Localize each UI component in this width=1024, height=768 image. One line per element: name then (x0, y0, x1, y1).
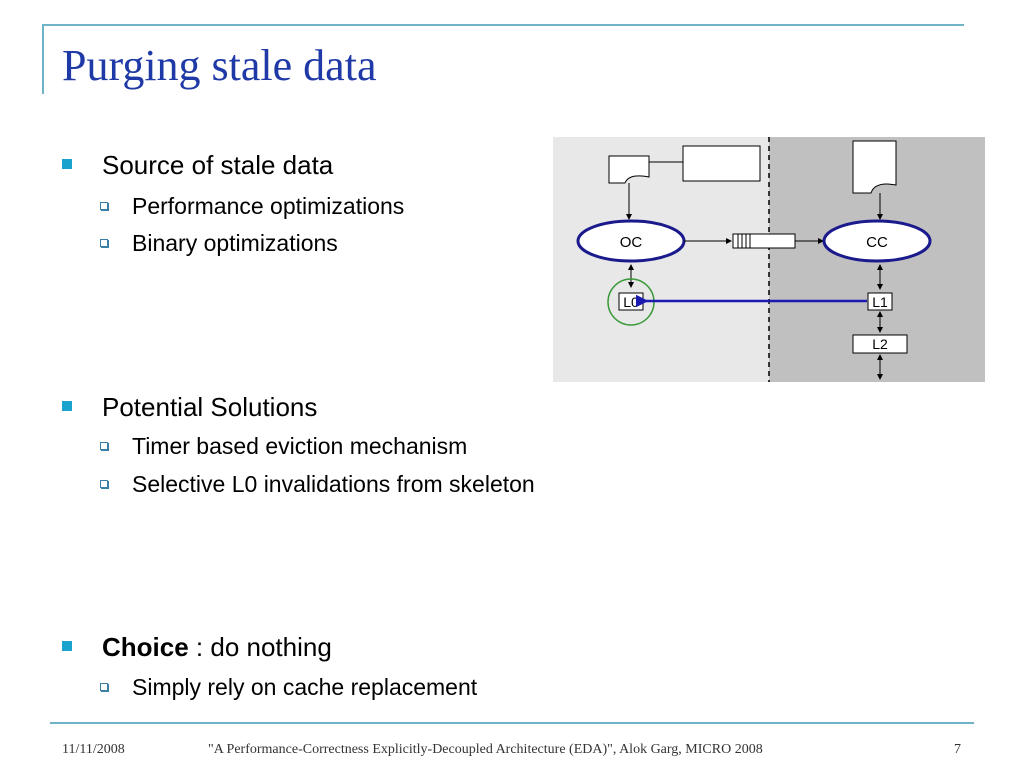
hollow-square-bullet-icon (100, 441, 108, 450)
bullet-text: Potential Solutions (102, 392, 318, 422)
sub-bullet-text: Timer based eviction mechanism (132, 433, 468, 459)
l2-cache-box (852, 334, 908, 354)
bullet-bold-text: Choice (102, 632, 189, 662)
l1-cache-box (867, 292, 893, 311)
l1-label: L1 (872, 294, 888, 310)
hollow-square-bullet-icon (100, 682, 108, 691)
bullet-choice: Choice : do nothing (62, 632, 332, 663)
l2-label: L2 (872, 336, 888, 352)
hollow-square-bullet-icon (100, 238, 108, 247)
hollow-square-bullet-icon (100, 201, 108, 210)
footer-divider (50, 722, 974, 724)
bullet-text: : do nothing (188, 632, 332, 662)
program-document-icon-right (852, 140, 897, 194)
oc-label: OC (620, 234, 643, 251)
square-bullet-icon (62, 641, 72, 652)
sub-bullet-text: Performance optimizations (132, 193, 405, 219)
architecture-diagram: OC CC L0 L1 L2 (553, 137, 985, 382)
cc-label: CC (866, 234, 888, 251)
title-frame-left (42, 24, 44, 94)
sub-bullet: Performance optimizations (100, 193, 404, 220)
sub-bullet-text: Simply rely on cache replacement (132, 674, 478, 700)
sub-bullet: Timer based eviction mechanism (100, 433, 467, 460)
l0-label: L0 (623, 294, 639, 310)
footer-page-number: 7 (954, 742, 961, 757)
sub-bullet: Simply rely on cache replacement (100, 674, 477, 701)
sub-bullet: Binary optimizations (100, 230, 338, 257)
hollow-square-bullet-icon (100, 479, 108, 488)
slide-title: Purging stale data (62, 41, 377, 90)
title-frame-top (42, 24, 964, 26)
square-bullet-icon (62, 401, 72, 412)
square-bullet-icon (62, 159, 72, 170)
sub-bullet-text: Selective L0 invalidations from skeleton (132, 471, 535, 497)
bullet-potential-solutions: Potential Solutions (62, 392, 317, 423)
footer-citation: "A Performance-Correctness Explicitly-De… (208, 742, 763, 757)
cc-node (822, 219, 932, 263)
program-document-icon (608, 155, 650, 184)
sub-bullet: Selective L0 invalidations from skeleton (100, 471, 535, 498)
binary-box (682, 145, 761, 182)
bullet-text: Source of stale data (102, 150, 334, 180)
sub-bullet-text: Binary optimizations (132, 230, 338, 256)
footer-date: 11/11/2008 (62, 742, 125, 757)
bullet-source-of-stale-data: Source of stale data (62, 150, 333, 181)
